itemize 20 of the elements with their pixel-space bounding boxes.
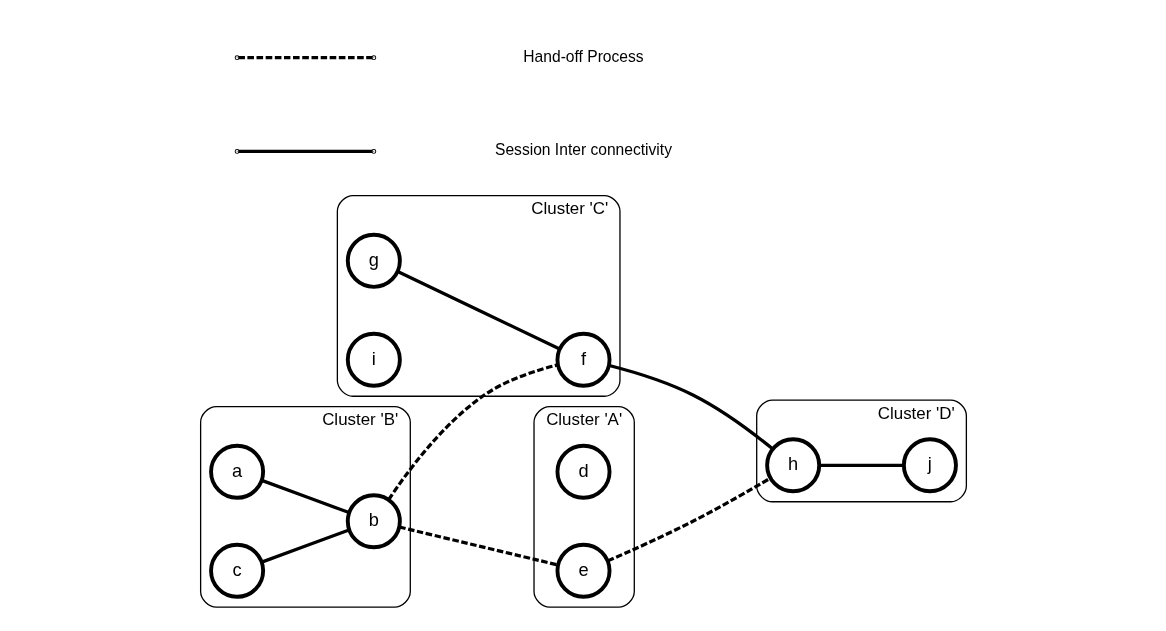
node-circle: c: [208, 542, 265, 599]
legend-label: Hand-off Process: [522, 47, 644, 65]
node-circle: a: [208, 443, 265, 500]
node-circle: f: [555, 331, 611, 388]
connector: [398, 525, 558, 567]
legend-label: Session Inter connectivity: [494, 141, 672, 159]
node-circle: j: [901, 437, 958, 494]
node-circle: e: [555, 542, 611, 599]
node-circle: b: [345, 493, 402, 550]
connector: [386, 363, 558, 501]
connector: [608, 363, 774, 451]
connector: [819, 463, 903, 467]
node-circle: h: [764, 437, 821, 494]
connector: [396, 270, 560, 351]
node-circle: d: [555, 443, 611, 500]
node-circle: g: [345, 232, 402, 289]
connector: [260, 528, 350, 564]
connector: [606, 476, 771, 563]
node-circle: i: [345, 331, 402, 388]
connector: [260, 478, 350, 515]
